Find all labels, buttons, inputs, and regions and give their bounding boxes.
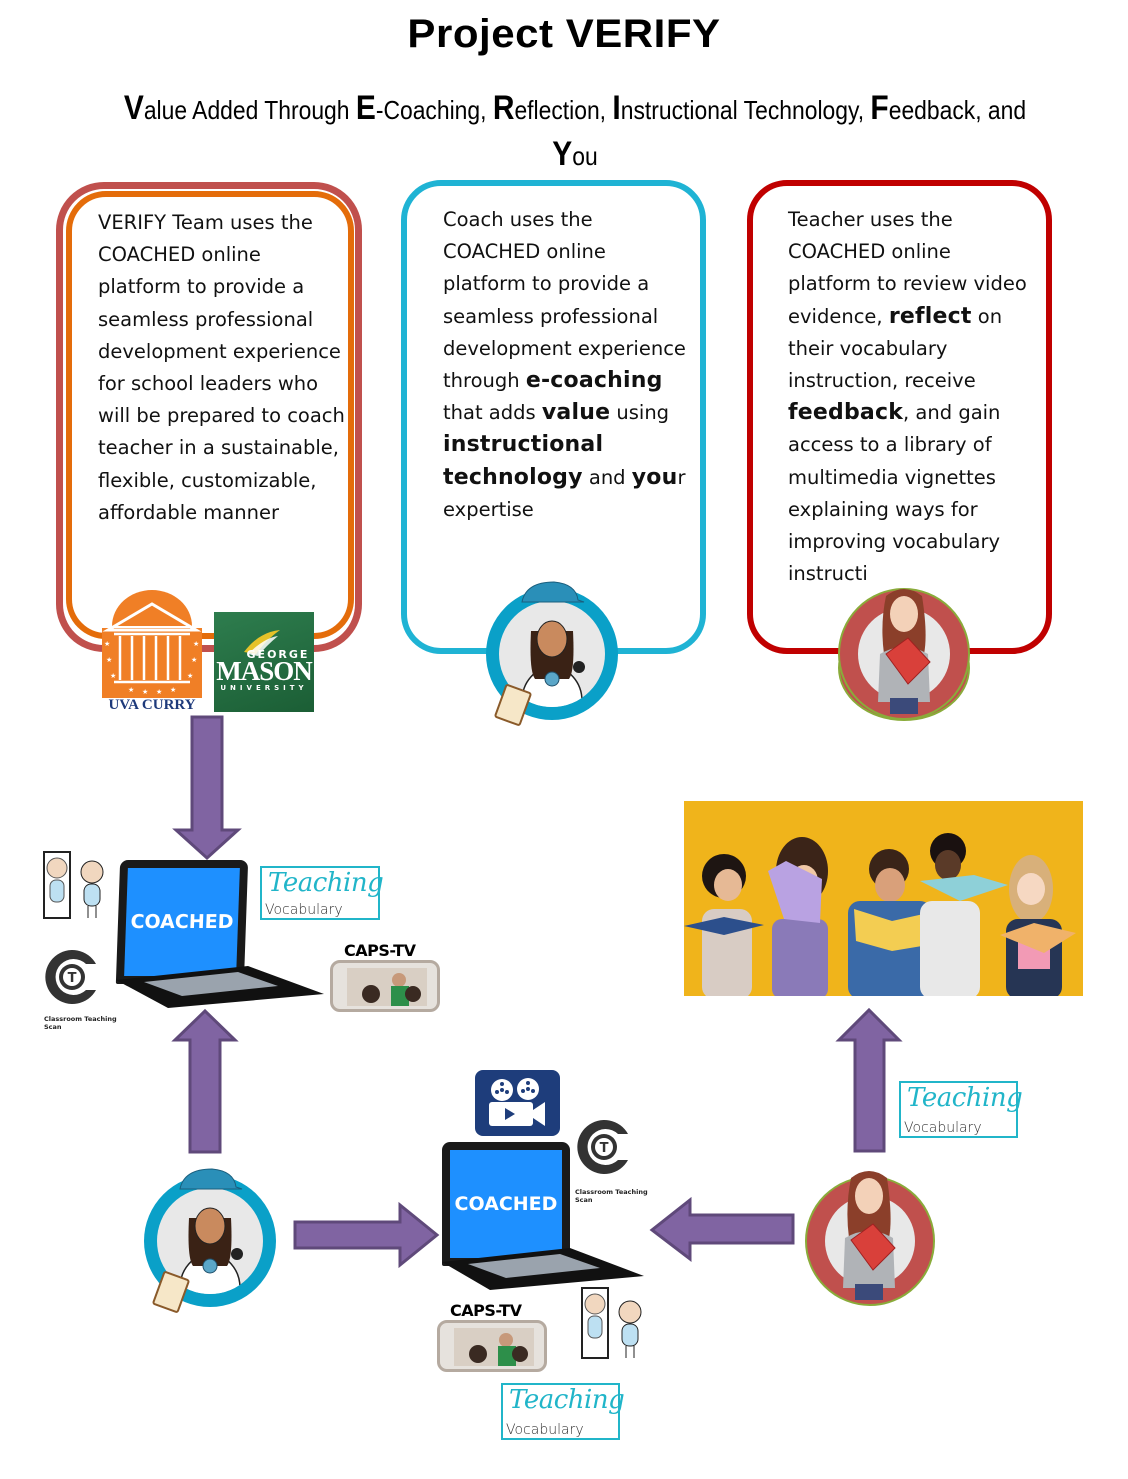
subtitle-part: Instructional Technology,: [612, 89, 871, 127]
subtitle-part: Value Added Through: [123, 89, 356, 127]
teaching-vocabulary-logo: Teaching Vocabulary: [260, 866, 384, 920]
teacher-box: [747, 180, 1052, 654]
page-title: Project VERIFY: [407, 12, 721, 56]
child-2: [768, 837, 828, 996]
svg-text:★: ★: [191, 656, 197, 664]
child-4: [920, 833, 1008, 996]
svg-text:★: ★: [142, 688, 148, 696]
teacher-box-text: Teacher uses the COACHED online platform…: [788, 208, 1027, 586]
svg-text:★: ★: [170, 686, 176, 694]
subtitle-part: You: [552, 135, 598, 173]
coach-avatar: [144, 1168, 276, 1313]
child-1: [684, 854, 764, 996]
teaching-vocabulary-logo: Teaching Vocabulary: [501, 1383, 625, 1440]
coach-box: [401, 180, 706, 654]
svg-text:T: T: [600, 1141, 609, 1156]
phone-video-icon[interactable]: [330, 960, 440, 1012]
laptop-screen-label: COACHED: [450, 1150, 562, 1258]
coached-laptop[interactable]: COACHED: [108, 860, 326, 1010]
svg-text:★: ★: [128, 686, 134, 694]
team-box-text: VERIFY Team uses the COACHED online plat…: [98, 211, 345, 524]
coached-laptop[interactable]: COACHED: [438, 1142, 646, 1292]
children-reading-photo: [684, 801, 1083, 996]
subtitle-part: E-Coaching,: [355, 89, 493, 127]
classroom-teaching-scan-logo: T: [42, 946, 104, 1008]
gmu-mason-label: MASON: [216, 656, 313, 686]
teacher-avatar: [805, 1168, 935, 1308]
svg-text:T: T: [68, 971, 77, 986]
teacher-figure-icon: [838, 588, 970, 723]
team-box: [66, 191, 354, 639]
arrow-down: [172, 715, 242, 861]
phone-video-icon[interactable]: [437, 1320, 547, 1372]
george-mason-logo: GEORGE MASON UNIVERSITY: [214, 612, 314, 712]
arrow-right: [293, 1201, 440, 1269]
coach-box-text: Coach uses the COACHED online platform t…: [443, 208, 686, 521]
arrow-up: [171, 1008, 239, 1154]
teacher-figure-icon: [843, 1171, 896, 1300]
child-5: [1000, 855, 1076, 996]
subtitle-part: Reflection,: [492, 89, 613, 127]
uva-curry-label: UVA CURRY: [108, 697, 195, 712]
caps-tv-label: CAPS-TV: [450, 1301, 522, 1320]
video-camera-icon: [475, 1070, 560, 1136]
subtitle: Value Added Through E-Coaching, Reflecti…: [104, 86, 1046, 178]
uva-curry-logo: ★ ★ ★ ★ ★ ★ ★ ★ ★ ★ UVA CURRY: [98, 590, 206, 713]
arrow-up: [835, 1007, 903, 1153]
mirror-reflection-icon: [580, 1286, 644, 1362]
caps-tv-label: CAPS-TV: [344, 941, 416, 960]
svg-text:★: ★: [106, 656, 112, 664]
child-3: [848, 849, 932, 996]
coach-avatar: [486, 581, 618, 726]
gmu-university-label: UNIVERSITY: [220, 684, 308, 692]
svg-text:★: ★: [187, 672, 193, 680]
svg-text:★: ★: [156, 688, 162, 696]
coach-figure-icon: [521, 620, 585, 707]
classroom-teaching-scan-logo: T: [574, 1116, 636, 1178]
svg-text:★: ★: [110, 672, 116, 680]
svg-text:★: ★: [104, 640, 110, 648]
gmu-george-label: GEORGE: [246, 648, 310, 661]
subtitle-part: Feedback, and: [870, 89, 1027, 127]
team-box-outer-border: [56, 182, 362, 652]
teaching-vocabulary-logo: Teaching Vocabulary: [899, 1081, 1023, 1138]
svg-text:★: ★: [193, 640, 199, 648]
arrow-left: [649, 1196, 795, 1263]
mirror-reflection-icon: [42, 850, 106, 922]
